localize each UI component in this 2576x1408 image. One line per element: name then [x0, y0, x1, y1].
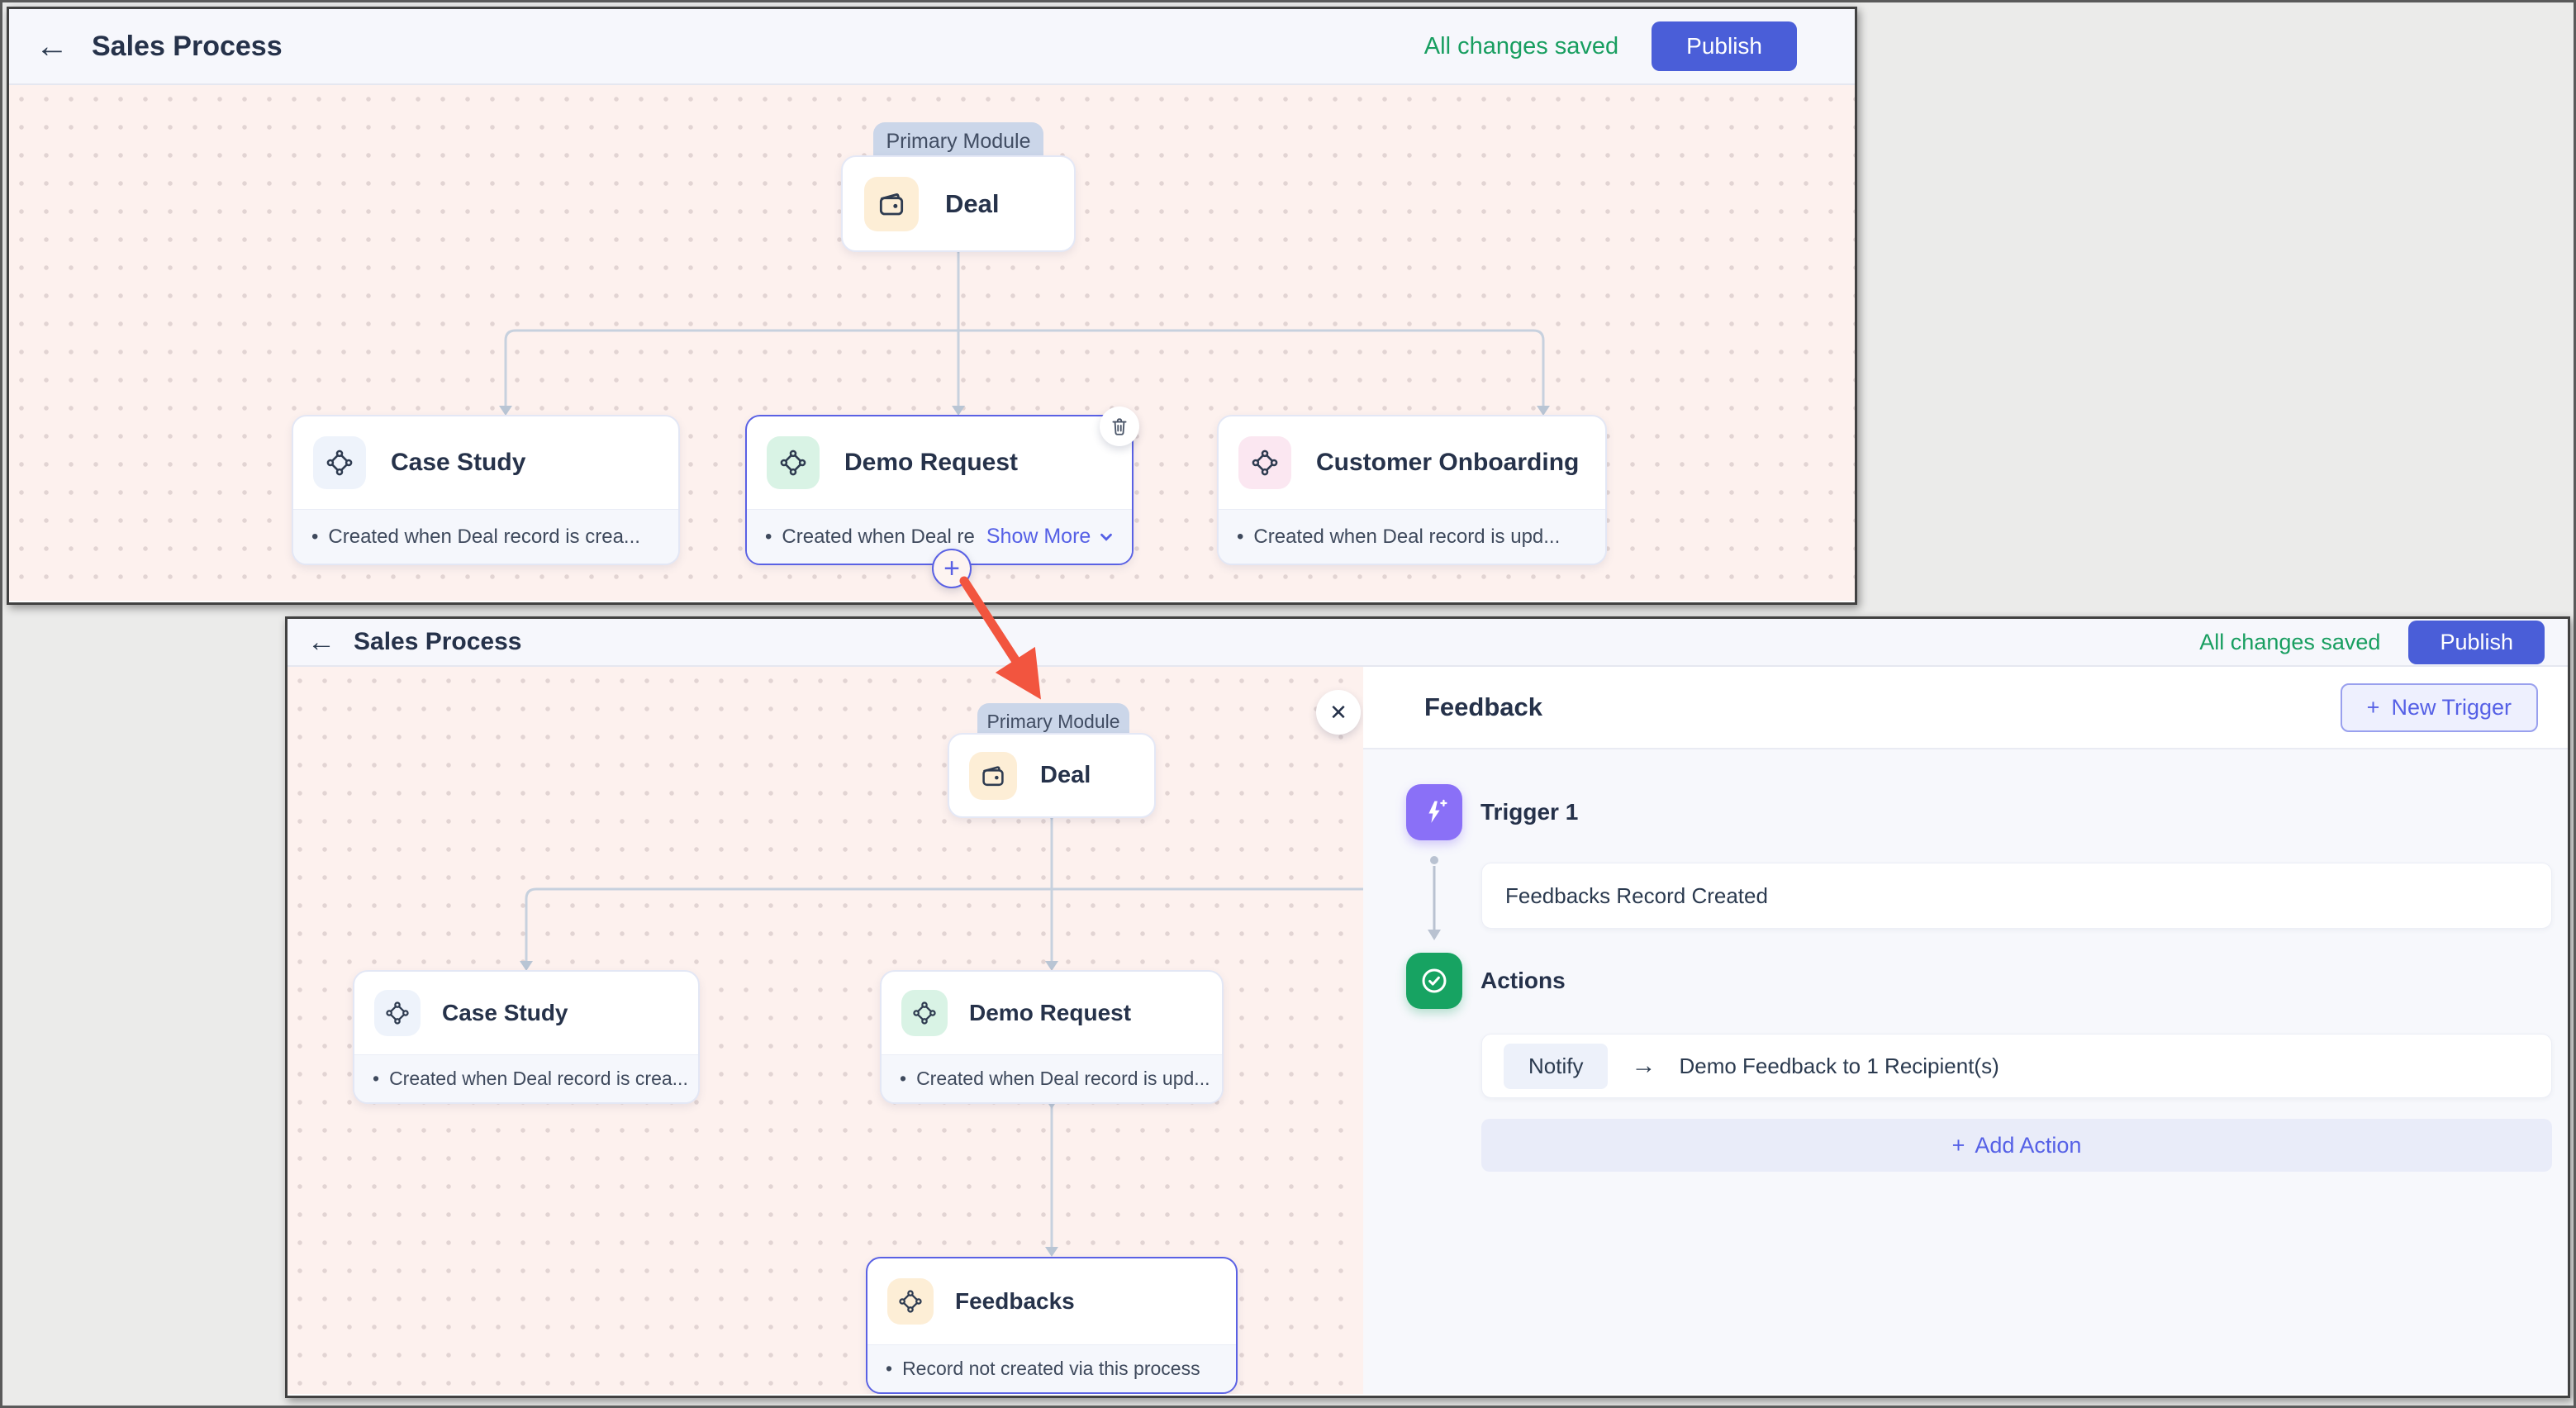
node-desc: Record not created via this process — [902, 1358, 1200, 1379]
node-case-study[interactable]: Case Study • Created when Deal record is… — [292, 415, 680, 565]
trigger-label: Trigger 1 — [1480, 799, 1579, 825]
action-detail: Demo Feedback to 1 Recipient(s) — [1679, 1053, 1999, 1078]
back-icon[interactable]: ← — [36, 28, 69, 64]
top-header: ← Sales Process All changes saved Publis… — [9, 9, 1855, 85]
delete-node-button[interactable] — [1100, 407, 1139, 446]
workflow-window-before: ← Sales Process All changes saved Publis… — [7, 7, 1857, 605]
add-action-button[interactable]: + Add Action — [1481, 1119, 2552, 1172]
save-status: All changes saved — [2199, 629, 2381, 654]
node-title: Demo Request — [844, 449, 1019, 476]
new-trigger-button[interactable]: + New Trigger — [2340, 683, 2538, 732]
actions-section-header: Actions — [1406, 953, 1566, 1009]
node-customer-onboarding[interactable]: Customer Onboarding • Created when Deal … — [1217, 415, 1607, 565]
node-feedbacks[interactable]: Feedbacks • Record not created via this … — [866, 1257, 1238, 1394]
bullet: • — [765, 525, 772, 548]
trigger-event-card[interactable]: Feedbacks Record Created — [1481, 863, 2552, 929]
publish-button[interactable]: Publish — [2408, 620, 2545, 664]
deal-module-node[interactable]: Deal — [841, 155, 1076, 252]
show-more-link[interactable]: Show More — [986, 525, 1115, 549]
trash-icon — [1112, 418, 1127, 435]
page-title: Sales Process — [354, 628, 522, 655]
publish-button[interactable]: Publish — [1652, 21, 1797, 71]
new-trigger-label: New Trigger — [2391, 694, 2512, 720]
trigger-event-text: Feedbacks Record Created — [1505, 882, 1768, 908]
wallet-icon — [864, 176, 919, 231]
process-icon — [313, 436, 366, 489]
add-action-label: Add Action — [1975, 1132, 2082, 1158]
close-panel-button[interactable]: ✕ — [1316, 690, 1361, 735]
back-icon[interactable]: ← — [307, 626, 335, 658]
trigger-bolt-icon — [1406, 784, 1462, 840]
show-more-label: Show More — [986, 525, 1091, 548]
flow-canvas[interactable]: ✕ Primary Module Deal — [288, 667, 1363, 1394]
plus-icon: + — [1951, 1132, 1965, 1158]
bullet: • — [886, 1358, 893, 1379]
actions-check-icon — [1406, 953, 1462, 1009]
wallet-icon — [969, 751, 1017, 800]
workflow-window-after: ← Sales Process All changes saved Publis… — [285, 616, 2570, 1398]
page-title: Sales Process — [92, 30, 283, 62]
close-icon: ✕ — [1329, 699, 1347, 725]
process-icon — [887, 1278, 934, 1325]
plus-icon: + — [943, 553, 960, 584]
plus-icon: + — [2366, 694, 2380, 720]
add-node-button[interactable]: + — [932, 549, 972, 588]
bullet: • — [1237, 525, 1244, 548]
deal-module-label: Deal — [1040, 762, 1091, 788]
chevron-down-icon — [1100, 533, 1113, 541]
node-case-study[interactable]: Case Study • Created when Deal record is… — [353, 970, 700, 1104]
notify-action-row[interactable]: Notify → Demo Feedback to 1 Recipient(s) — [1481, 1034, 2552, 1098]
node-title: Customer Onboarding — [1316, 449, 1580, 476]
node-desc: Created when Deal record is upd... — [1253, 525, 1561, 548]
deal-module-label: Deal — [945, 188, 1000, 218]
flow-canvas[interactable]: Primary Module Deal — [9, 85, 1855, 601]
node-desc: Created when Deal record is crea... — [328, 525, 640, 548]
node-title: Case Study — [391, 449, 526, 476]
node-title: Case Study — [442, 1000, 568, 1025]
actions-label: Actions — [1480, 968, 1566, 993]
trigger-section-header: Trigger 1 — [1406, 784, 1578, 840]
node-desc: Created when Deal re — [782, 525, 975, 548]
process-icon — [1238, 436, 1291, 489]
panel-header: Feedback + New Trigger — [1363, 667, 2568, 749]
action-type-chip: Notify — [1504, 1043, 1609, 1089]
node-desc: Created when Deal record is upd... — [916, 1068, 1210, 1089]
bullet: • — [311, 525, 319, 548]
process-icon — [901, 990, 948, 1036]
bottom-header: ← Sales Process All changes saved Publis… — [288, 619, 2568, 667]
node-demo-request[interactable]: Demo Request • Created when Deal record … — [880, 970, 1224, 1104]
save-status: All changes saved — [1423, 32, 1619, 59]
bullet: • — [373, 1068, 380, 1089]
process-icon — [374, 990, 421, 1036]
bullet: • — [900, 1068, 907, 1089]
node-title: Feedbacks — [955, 1288, 1075, 1314]
node-desc: Created when Deal record is crea... — [389, 1068, 688, 1089]
trigger-detail-panel: Feedback + New Trigger Trigger 1 — [1363, 667, 2568, 1394]
node-title: Demo Request — [969, 1000, 1132, 1025]
process-icon — [767, 436, 820, 489]
panel-title: Feedback — [1424, 692, 1543, 721]
arrow-right-icon: → — [1631, 1052, 1656, 1079]
deal-module-node[interactable]: Deal — [948, 733, 1156, 818]
node-demo-request[interactable]: Demo Request • Created when Deal re Show… — [745, 415, 1134, 565]
